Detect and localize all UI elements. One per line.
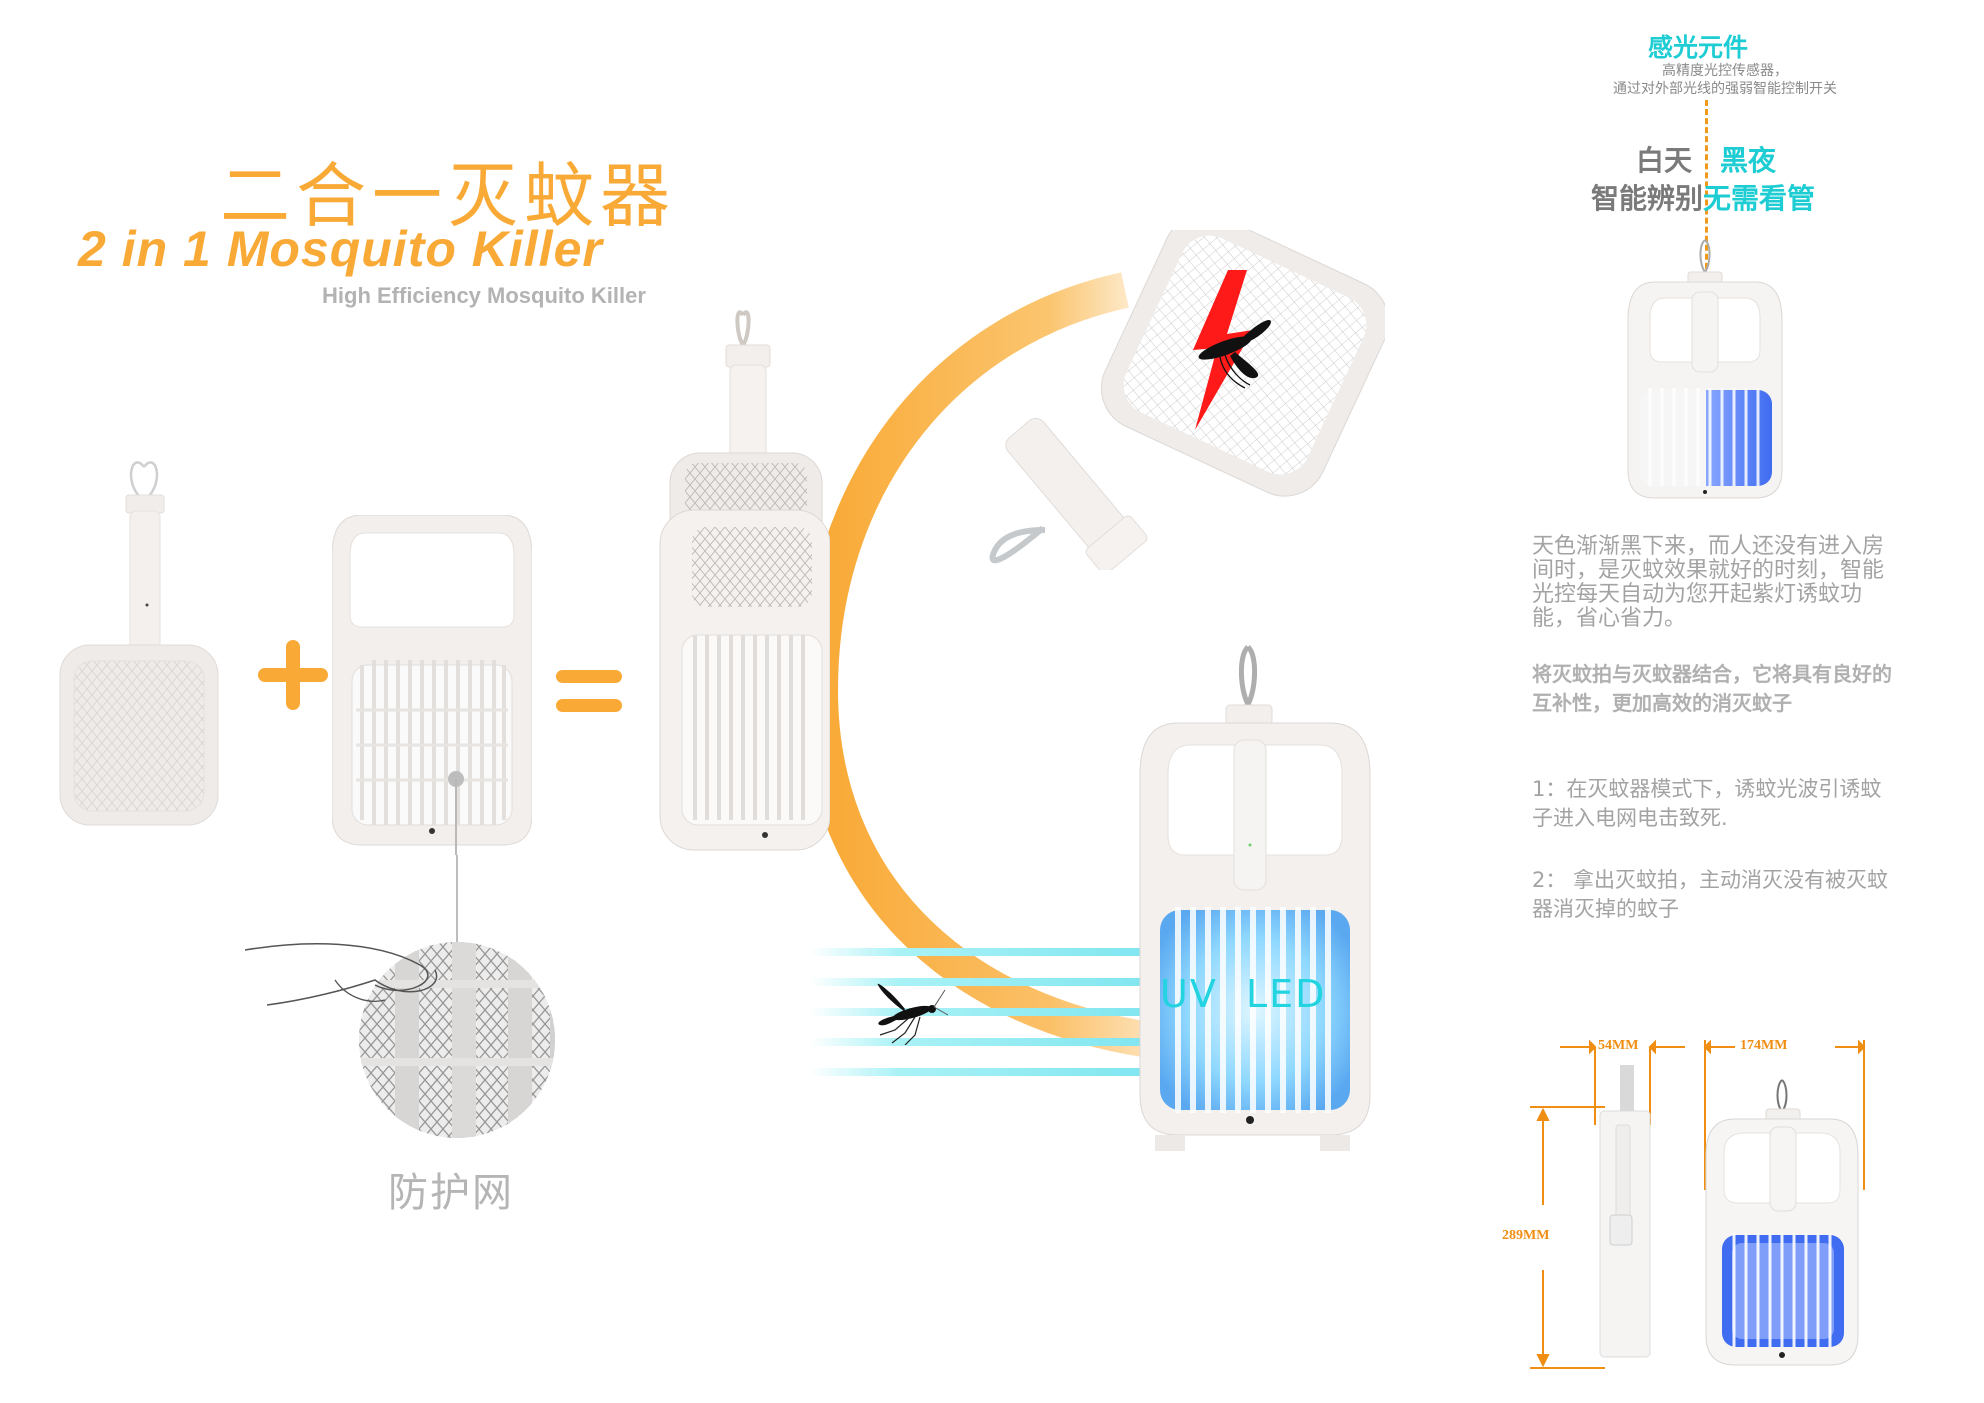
title-chinese: 二合一灭蚊器	[220, 155, 676, 237]
description-item-1: 1：在灭蚊器模式下，诱蚊光波引诱蚊子进入电网电击致死.	[1532, 777, 1882, 830]
uv-led-label: UV LED	[1160, 972, 1327, 1016]
uv-device-image	[1139, 645, 1371, 1151]
title-english: 2 in 1 Mosquito Killer	[78, 221, 603, 277]
dimension-depth-label: 54MM	[1598, 1038, 1639, 1053]
sensor-desc-line2: 通过对外部光线的强弱智能控制开关	[1613, 81, 1837, 97]
sensor-device-image	[1627, 239, 1783, 499]
racket-swing-image	[989, 230, 1385, 570]
dimension-width-label: 174MM	[1740, 1038, 1788, 1053]
description-paragraph-2: 将灭蚊拍与灭蚊器结合，它将具有良好的互补性，更加高效的消灭蚊子	[1532, 662, 1892, 715]
sensor-title: 感光元件	[1648, 33, 1749, 62]
day-sub-label: 智能辨别	[1590, 182, 1703, 215]
subtitle: High Efficiency Mosquito Killer	[322, 283, 646, 308]
dimension-drawing	[1530, 1039, 1866, 1369]
sensor-desc-line1: 高精度光控传感器，	[1662, 63, 1788, 79]
dimension-height-label: 289MM	[1502, 1228, 1550, 1243]
night-sub-label: 无需看管	[1703, 182, 1816, 215]
plus-sign	[258, 640, 328, 710]
shield-mesh-detail-image	[245, 942, 555, 1138]
day-night-block: 白天黑夜 智能辨别无需看管	[1540, 142, 1815, 218]
equals-sign	[556, 670, 622, 712]
mosquito-icon	[1198, 320, 1271, 389]
description-item-2: 2： 拿出灭蚊拍，主动消灭没有被灭蚊器消灭掉的蚊子	[1532, 868, 1889, 921]
uv-rays-graphic	[810, 948, 1165, 1076]
combined-device-image	[659, 310, 830, 851]
shield-label: 防护网	[388, 1170, 514, 1216]
callout-line	[456, 855, 458, 950]
cage-product-image	[332, 515, 532, 855]
sensor-description: 高精度光控传感器， 通过对外部光线的强弱智能控制开关	[1575, 62, 1875, 98]
racket-product-image	[59, 461, 219, 826]
mosquito-icon	[877, 983, 949, 1045]
description-paragraph-1: 天色渐渐黑下来，而人还没有进入房间时，是灭蚊效果就好的时刻，智能光控每天自动为您…	[1532, 534, 1885, 631]
day-label: 白天	[1635, 144, 1692, 177]
night-label: 黑夜	[1720, 144, 1777, 177]
